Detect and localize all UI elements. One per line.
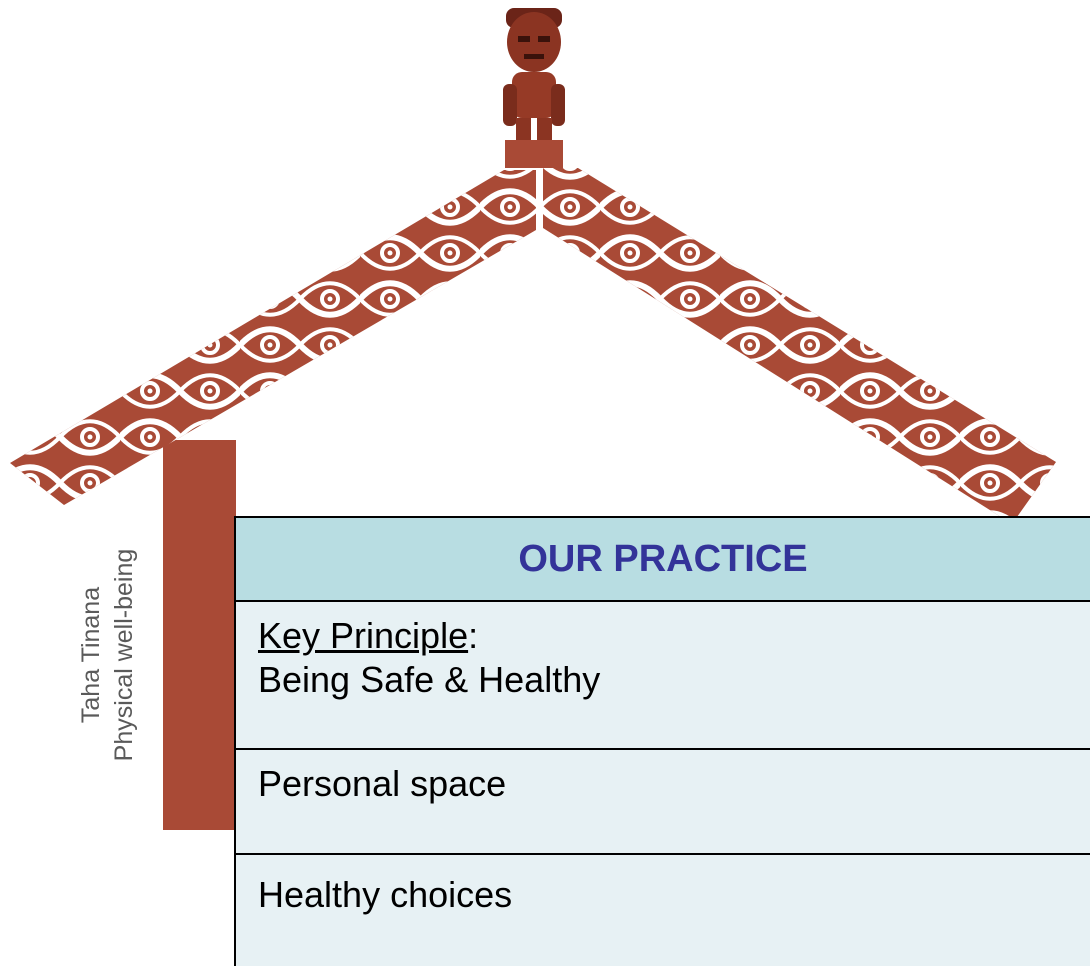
left-bargeboard [10, 170, 536, 505]
right-bargeboard [543, 168, 1056, 524]
left-pillar [163, 440, 236, 830]
key-principle-label: Key Principle [258, 615, 469, 656]
practice-header: OUR PRACTICE [236, 518, 1090, 602]
practice-title: OUR PRACTICE [518, 537, 808, 580]
tiki-figure-icon [503, 8, 565, 168]
practice-table: OUR PRACTICE Key Principle: Being Safe &… [234, 516, 1090, 966]
practice-row-healthy-choices: Healthy choices [258, 874, 513, 915]
side-label: Taha Tinana Physical well-being [75, 510, 141, 800]
key-principle-value: Being Safe & Healthy [258, 659, 601, 700]
side-label-maori: Taha Tinana [77, 586, 105, 724]
key-principle-colon: : [468, 615, 479, 656]
practice-row-personal-space: Personal space [236, 750, 1090, 855]
side-label-english: Physical well-being [110, 548, 138, 762]
key-principle-row: Key Principle: Being Safe & Healthy [236, 602, 1090, 750]
